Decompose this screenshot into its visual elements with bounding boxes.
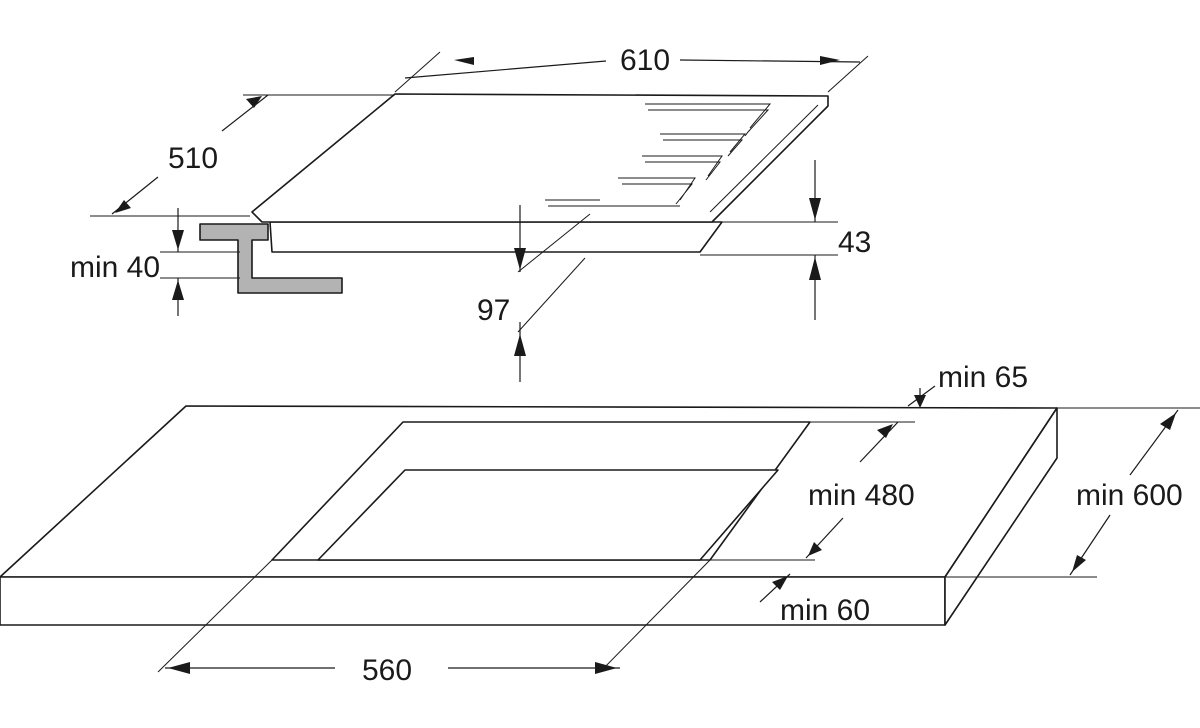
label-min-600: min 600 xyxy=(1076,479,1183,512)
label-min-65: min 65 xyxy=(938,361,1028,394)
control-knobs xyxy=(545,103,772,207)
dimension-min-65 xyxy=(907,385,936,408)
worktop-side xyxy=(944,407,1058,626)
dimension-min-480 xyxy=(700,421,915,561)
dimension-43 xyxy=(700,160,838,320)
dimension-97 xyxy=(514,205,591,382)
label-510: 510 xyxy=(168,142,218,175)
hob-body xyxy=(269,221,723,253)
dimension-min-40 xyxy=(160,208,240,316)
dimension-610 xyxy=(394,51,869,93)
dimension-min-600 xyxy=(945,407,1200,578)
label-43: 43 xyxy=(838,226,871,259)
hob xyxy=(251,93,829,253)
hob-top-plate xyxy=(251,93,829,223)
dimension-560 xyxy=(157,559,711,674)
label-97: 97 xyxy=(477,294,510,327)
label-560: 560 xyxy=(362,654,412,687)
label-610: 610 xyxy=(620,44,670,77)
label-min-40: min 40 xyxy=(70,251,160,284)
dimension-510 xyxy=(90,94,395,217)
label-min-60: min 60 xyxy=(780,594,870,627)
dimension-min-60 xyxy=(759,573,791,603)
worktop xyxy=(0,405,1058,626)
label-min-480: min 480 xyxy=(808,479,915,512)
support-bracket xyxy=(199,223,343,294)
